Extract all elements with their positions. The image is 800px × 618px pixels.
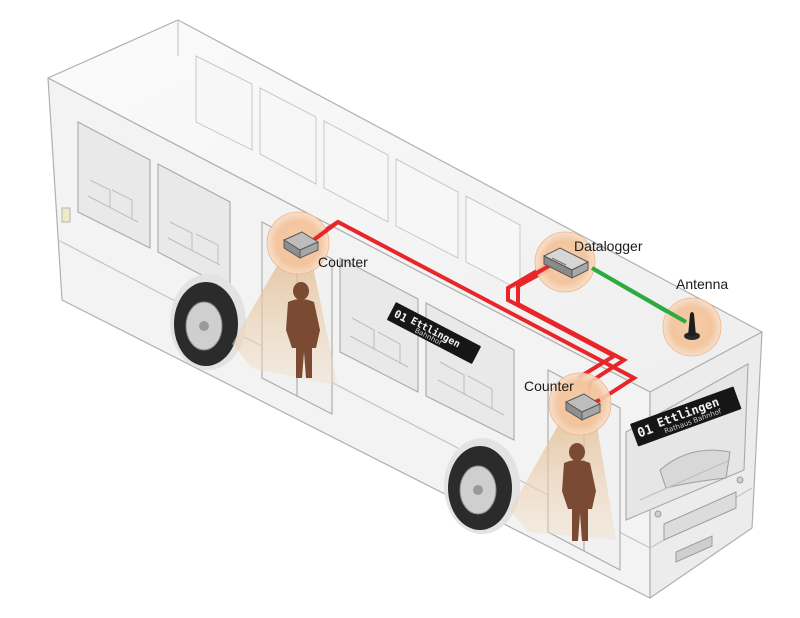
front-counter-sensor [564,393,602,421]
label-counter-rear: Counter [318,254,368,270]
far-windows [195,55,521,291]
front-details [654,476,744,563]
rear-counter-sensor [282,231,320,259]
front-wheel [444,438,520,534]
antenna-device [684,312,700,340]
label-counter-front: Counter [524,378,574,394]
rear-passenger [286,282,320,378]
label-datalogger: Datalogger [574,238,643,254]
rear-light [61,207,71,223]
seats [87,179,505,416]
window-3 [339,257,419,393]
datalogger-device [542,247,590,279]
rear-wheel [170,274,246,370]
label-antenna: Antenna [676,276,728,292]
front-display-route: 01 [635,422,655,442]
front-passenger [562,443,596,541]
side-display-route: 01 [392,307,410,325]
